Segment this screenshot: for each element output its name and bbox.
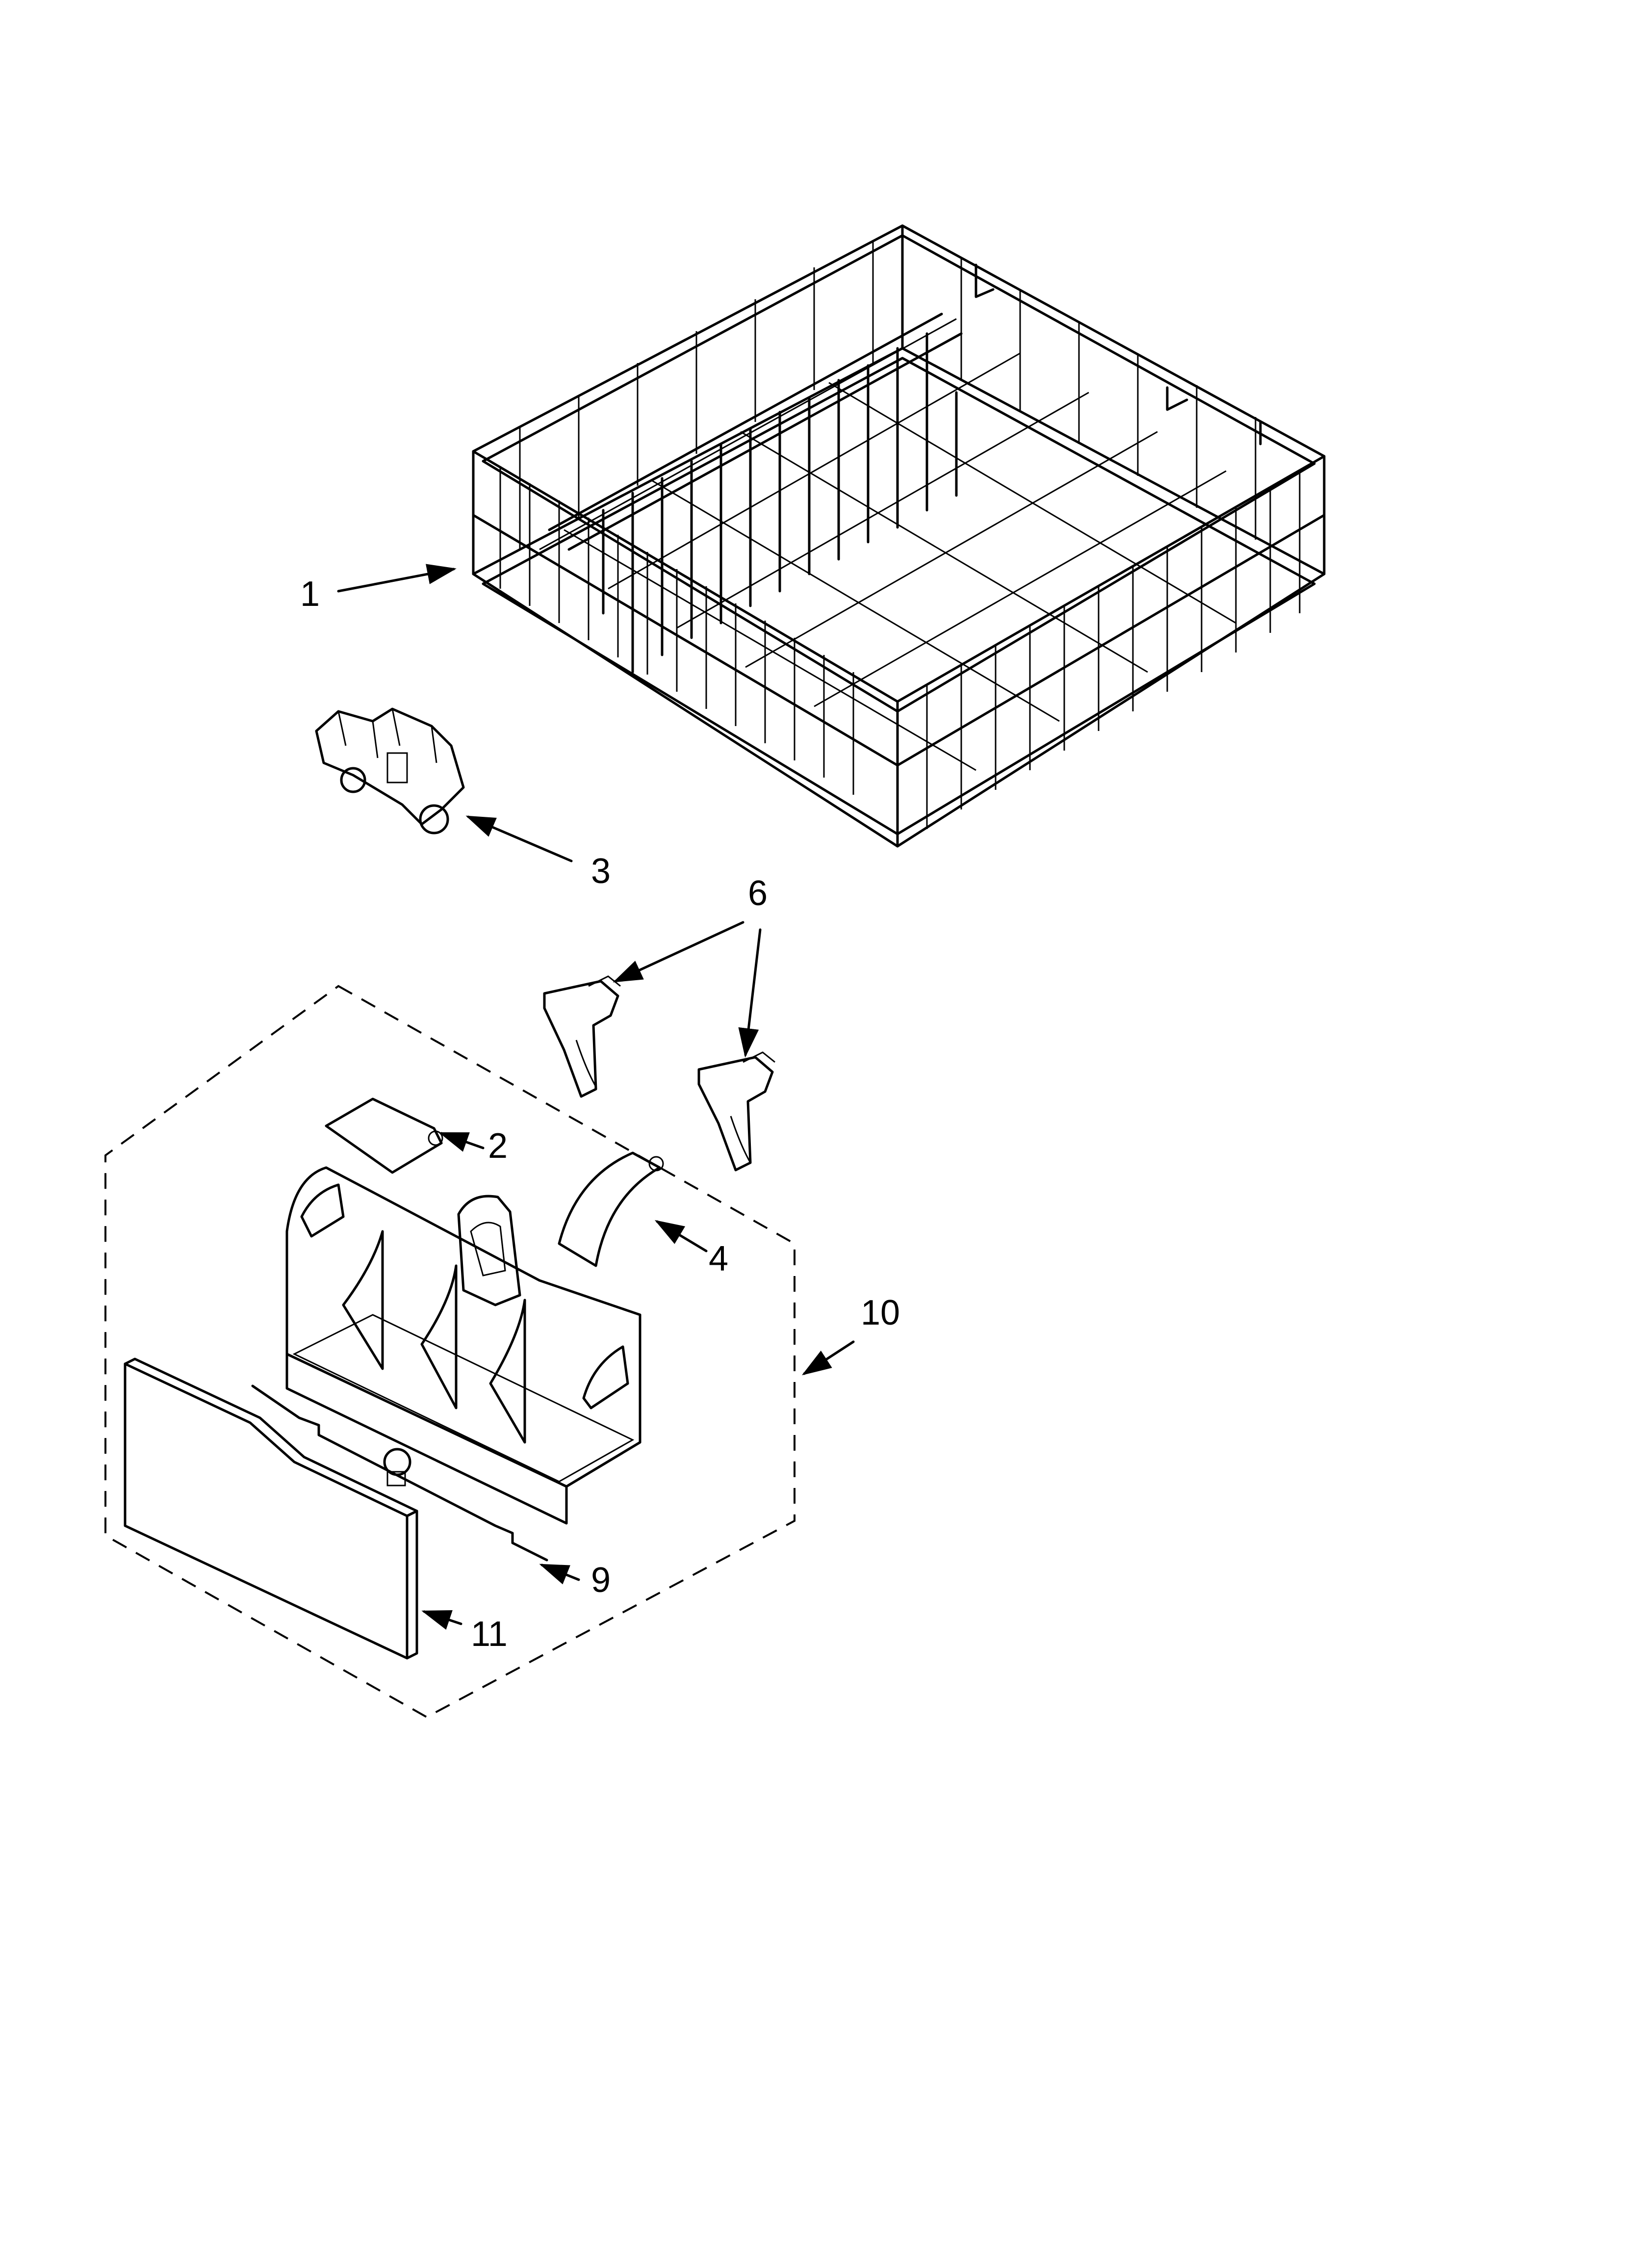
rack-adjuster [315, 707, 465, 834]
rack-clip-upper [543, 975, 621, 1098]
kit-outline [104, 985, 795, 1719]
callout-10: 10 [861, 1293, 900, 1332]
callout-4: 4 [709, 1239, 728, 1278]
silverware-basket [285, 1166, 641, 1525]
callout-1: 1 [300, 574, 320, 614]
callout-9: 9 [591, 1561, 611, 1600]
basket-rod [251, 1384, 548, 1562]
callout-6: 6 [748, 874, 768, 913]
rack-clip-lower [697, 1051, 775, 1172]
basket-lid-curved [558, 1151, 664, 1267]
callout-3: 3 [591, 852, 611, 891]
callout-2: 2 [488, 1126, 508, 1166]
basket-lid-small [325, 1097, 443, 1174]
callout-11: 11 [471, 1615, 508, 1654]
dish-rack [472, 224, 1326, 848]
leader-lines [337, 564, 855, 1630]
basket-cover [124, 1357, 418, 1660]
